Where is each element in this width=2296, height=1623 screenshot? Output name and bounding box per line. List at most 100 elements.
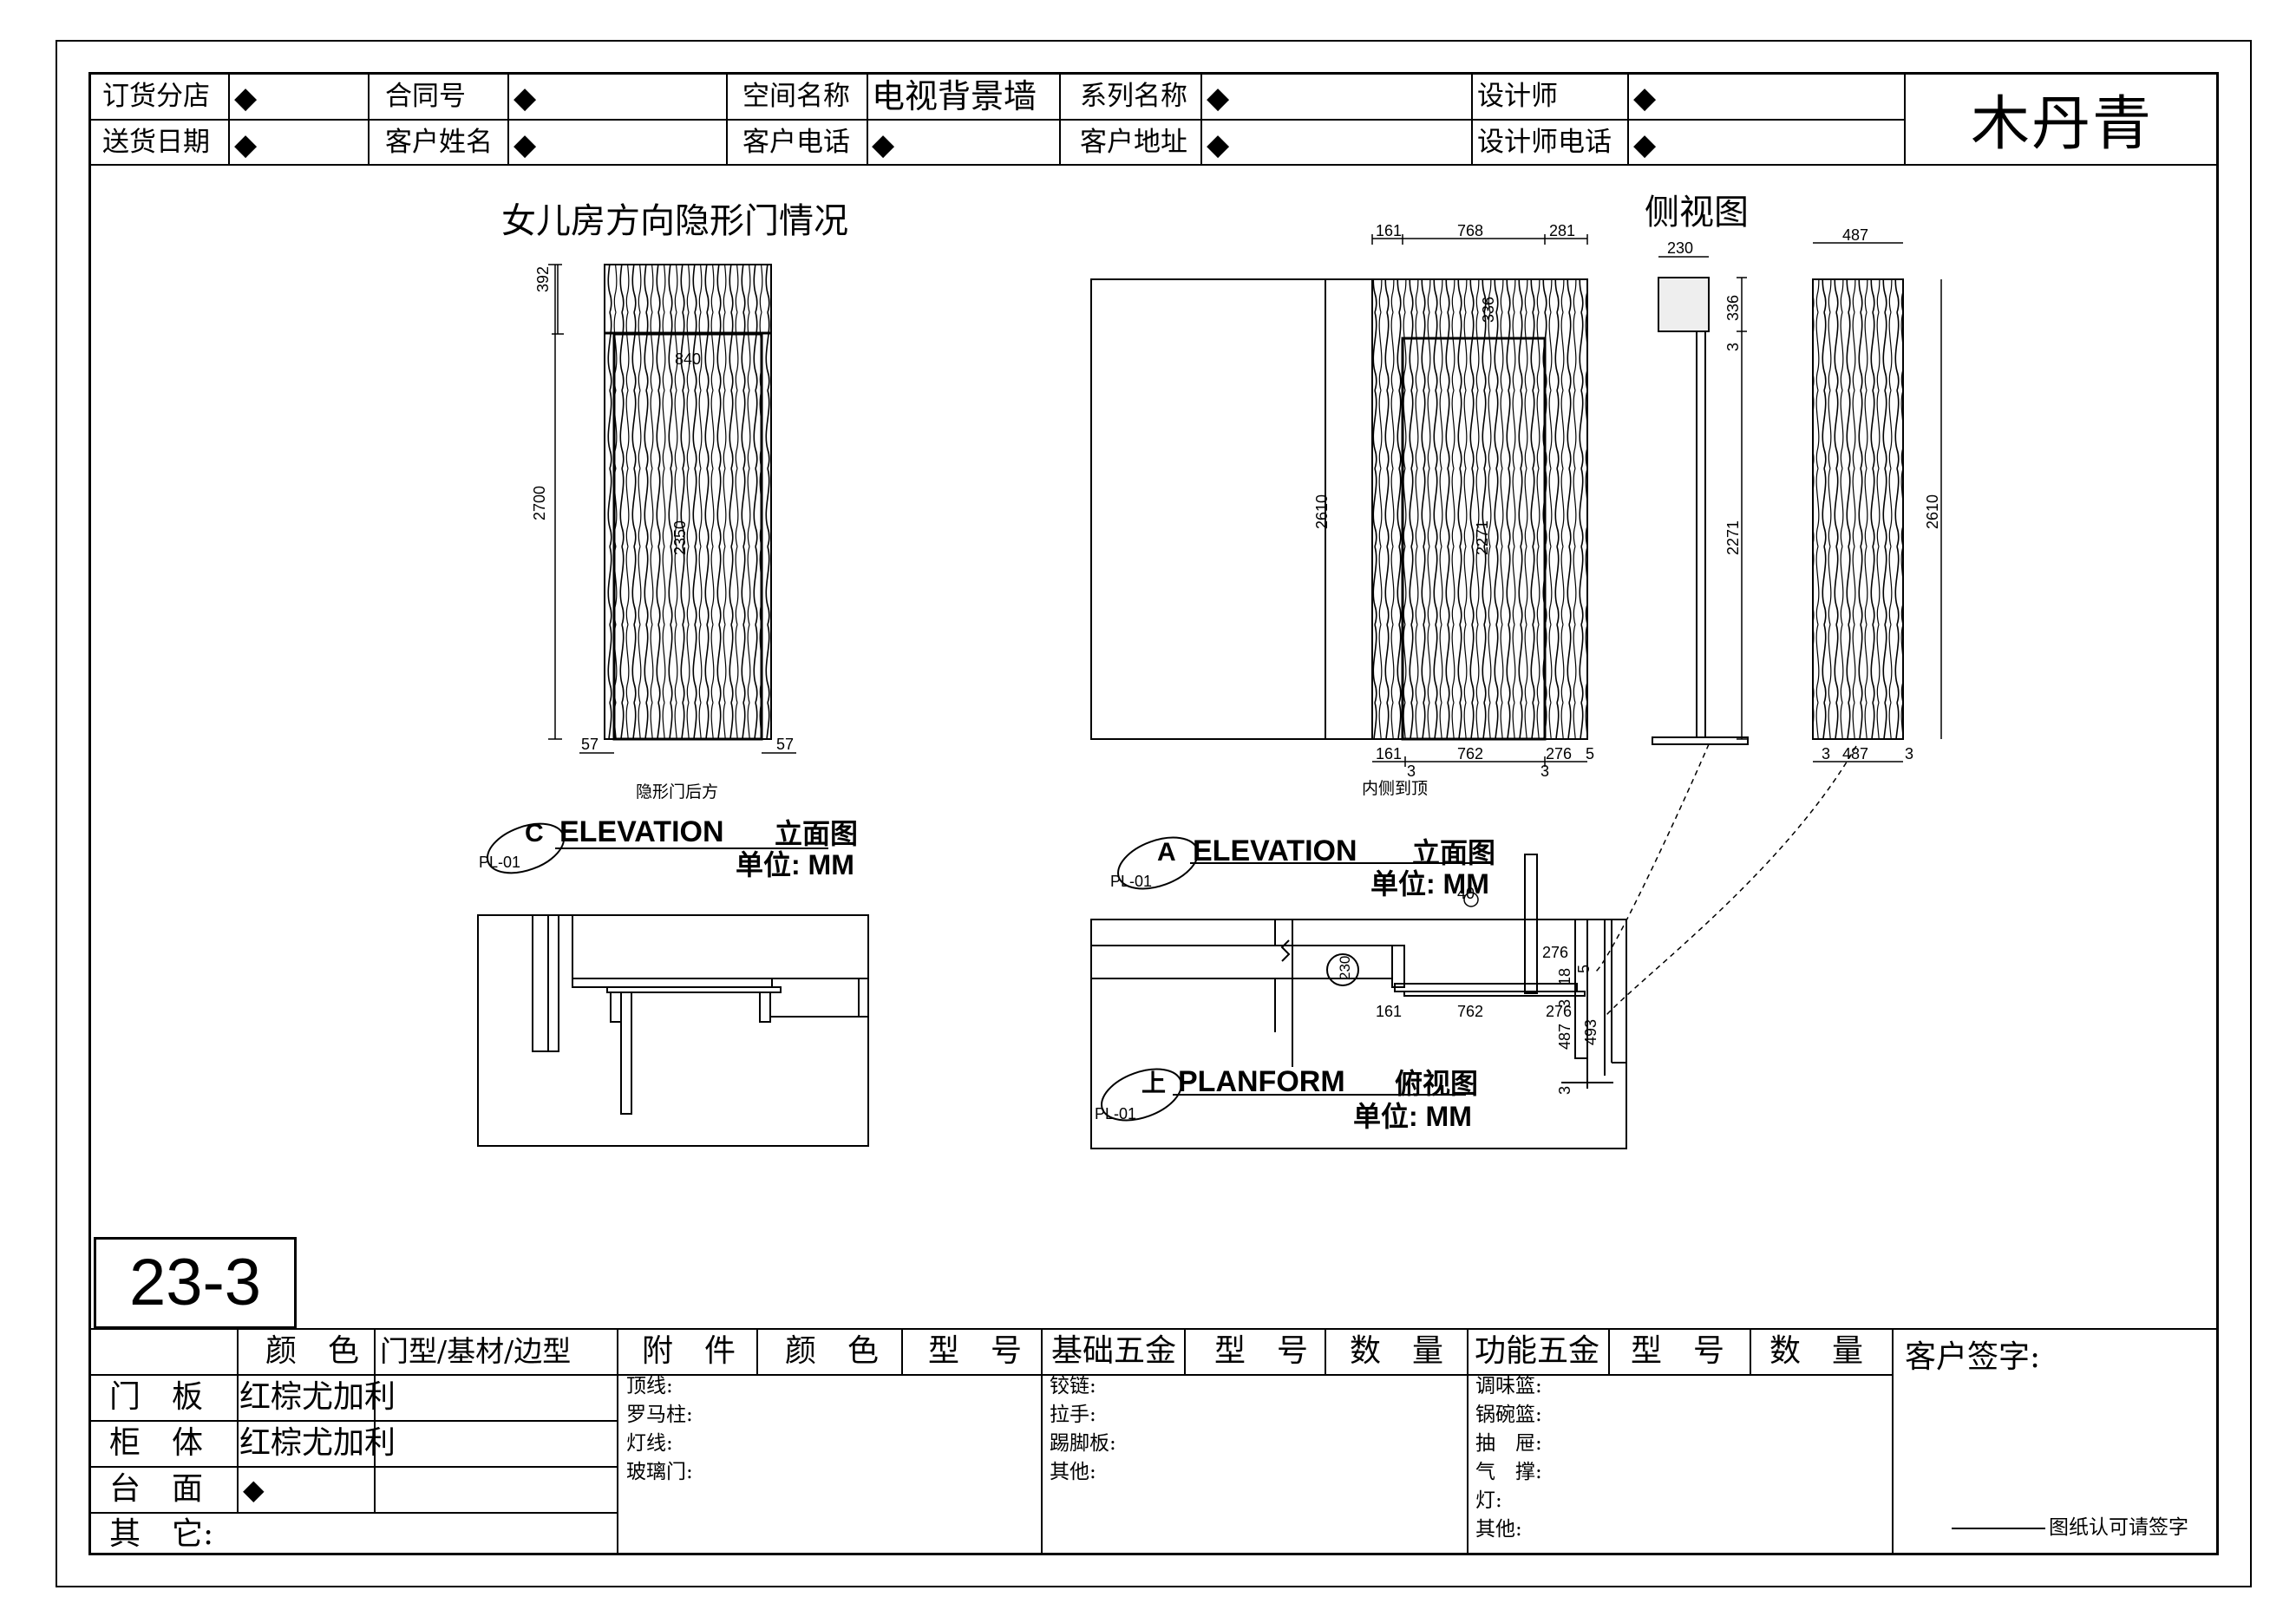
view-c-unit: 单位: MM — [736, 849, 854, 880]
dim-a-inner: 2271 — [1474, 520, 1491, 555]
dim-side-top: 336 — [1724, 295, 1742, 321]
dim-side-height: 2271 — [1724, 520, 1742, 555]
row-label-other: 其 它: — [109, 1516, 214, 1552]
view-plan-marker — [1101, 1068, 1182, 1122]
value-order-branch[interactable]: ◆ — [234, 81, 258, 115]
value-designer[interactable]: ◆ — [1633, 81, 1657, 115]
dim-a-bot-right: 276 — [1546, 745, 1572, 762]
signature-note: 图纸认可请签字 — [2049, 1516, 2188, 1539]
dim-plan-circle: 230 — [1337, 956, 1353, 980]
th-door-type: 门型/基材/边型 — [380, 1334, 572, 1368]
outer-frame — [56, 40, 2252, 1587]
function-other: 其他: — [1475, 1518, 1522, 1541]
dim-plan-3b: 3 — [1556, 1086, 1573, 1095]
hardware-kickboard: 踢脚板: — [1050, 1432, 1116, 1455]
value-contract-no[interactable]: ◆ — [513, 81, 537, 115]
th-function-model: 型 号 — [1631, 1333, 1725, 1369]
dim-plan-40: 40 — [1457, 885, 1475, 902]
view-plan-cn: 俯视图 — [1395, 1068, 1478, 1099]
value-customer-phone[interactable]: ◆ — [872, 128, 895, 162]
title-daughter-room-door: 女儿房方向隐形门情况 — [501, 201, 848, 241]
label-customer-address: 客户地址 — [1080, 127, 1187, 158]
door-c-panel — [604, 264, 772, 740]
dim-plan-487: 487 — [1556, 1024, 1573, 1050]
dim-plan-762: 762 — [1457, 1003, 1483, 1020]
function-light: 灯: — [1475, 1489, 1502, 1512]
row-label-countertop: 台 面 — [109, 1471, 204, 1507]
detail-plan-box — [1090, 919, 1627, 1149]
accessory-roman-column: 罗马柱: — [626, 1404, 693, 1426]
th-function-hardware: 功能五金 — [1475, 1333, 1600, 1369]
view-a-cn: 立面图 — [1412, 837, 1495, 868]
function-drawer: 抽 屉: — [1475, 1432, 1542, 1455]
function-dish-basket: 锅碗篮: — [1475, 1404, 1542, 1426]
detail-c-box — [477, 914, 869, 1147]
hardware-hinge: 铰链: — [1050, 1375, 1096, 1397]
view-c-code: PL-01 — [479, 854, 520, 871]
label-space-name: 空间名称 — [742, 81, 850, 112]
value-designer-phone[interactable]: ◆ — [1633, 128, 1657, 162]
label-designer: 设计师 — [1477, 81, 1558, 112]
dim-c-top: 392 — [534, 266, 552, 292]
th-accessory-model: 型 号 — [928, 1333, 1023, 1369]
view-plan-name: PLANFORM — [1178, 1065, 1345, 1098]
label-customer-name: 客户姓名 — [385, 127, 493, 158]
accessory-top-line: 顶线: — [626, 1375, 673, 1397]
sheet-number: 23-3 — [94, 1237, 297, 1329]
value-space-name[interactable]: 电视背景墙 — [872, 77, 1037, 115]
note-inside-to-top: 内侧到顶 — [1362, 779, 1429, 798]
view-a-name: ELEVATION — [1193, 834, 1357, 867]
dim-plan-18: 18 — [1556, 968, 1573, 985]
label-customer-phone: 客户电话 — [742, 127, 850, 158]
dim-right-height: 2610 — [1924, 494, 1941, 529]
label-delivery-date: 送货日期 — [102, 127, 210, 158]
customer-signature-label: 客户签字: — [1905, 1339, 2041, 1375]
plan-dim-circle — [1326, 953, 1359, 986]
dim-a-bot-left: 161 — [1376, 745, 1402, 762]
brand-logo-text: 木丹青 — [1970, 90, 2153, 159]
value-customer-address[interactable]: ◆ — [1207, 128, 1230, 162]
row-color-cabinet[interactable]: 红棕尤加利 — [239, 1425, 396, 1461]
dim-right-bot-left: 3 — [1822, 745, 1830, 762]
view-plan-letter: 上 — [1141, 1070, 1166, 1096]
dim-a-bot-right2: 5 — [1586, 745, 1594, 762]
function-gas-strut: 气 撑: — [1475, 1461, 1542, 1483]
label-series-name: 系列名称 — [1080, 81, 1187, 112]
dim-right-bot-right: 3 — [1905, 745, 1913, 762]
dim-a-top-right: 281 — [1549, 222, 1575, 239]
inner-frame — [88, 72, 2219, 1555]
dim-c-inner: 2350 — [671, 520, 689, 555]
view-c-name: ELEVATION — [559, 815, 724, 848]
th-color: 颜 色 — [265, 1333, 360, 1369]
wall-a-texture — [1371, 278, 1588, 740]
dim-a-bot-3b: 3 — [1540, 762, 1549, 780]
dim-a-top-left: 161 — [1376, 222, 1402, 239]
dim-plan-3: 3 — [1556, 999, 1573, 1008]
value-customer-name[interactable]: ◆ — [513, 128, 537, 162]
dim-a-bot-3a: 3 — [1407, 762, 1416, 780]
row-label-cabinet: 柜 体 — [109, 1425, 204, 1461]
row-color-countertop[interactable]: ◆ — [243, 1473, 265, 1506]
th-basic-model: 型 号 — [1214, 1333, 1309, 1369]
dim-c-right: 57 — [776, 736, 794, 753]
th-basic-qty: 数 量 — [1350, 1333, 1444, 1369]
dim-plan-276b: 276 — [1546, 1003, 1572, 1020]
door-a-opening — [1401, 337, 1547, 741]
dim-a-top-mid: 768 — [1457, 222, 1483, 239]
hardware-handle: 拉手: — [1050, 1404, 1096, 1426]
value-delivery-date[interactable]: ◆ — [234, 128, 258, 162]
row-color-door-panel[interactable]: 红棕尤加利 — [239, 1379, 396, 1415]
side-view-post — [1696, 330, 1706, 740]
view-plan-unit: 单位: MM — [1353, 1101, 1472, 1132]
view-a-marker — [1117, 836, 1199, 890]
side-view-foot — [1652, 736, 1749, 745]
row-label-door-panel: 门 板 — [109, 1379, 204, 1415]
view-a-unit: 单位: MM — [1370, 868, 1489, 900]
accessory-glass-door: 玻璃门: — [626, 1461, 693, 1483]
value-series-name[interactable]: ◆ — [1207, 81, 1230, 115]
view-a-letter: A — [1157, 838, 1176, 867]
dim-plan-276: 276 — [1542, 944, 1568, 961]
view-c-cn: 立面图 — [775, 818, 858, 849]
dim-side-gap: 3 — [1724, 343, 1742, 351]
